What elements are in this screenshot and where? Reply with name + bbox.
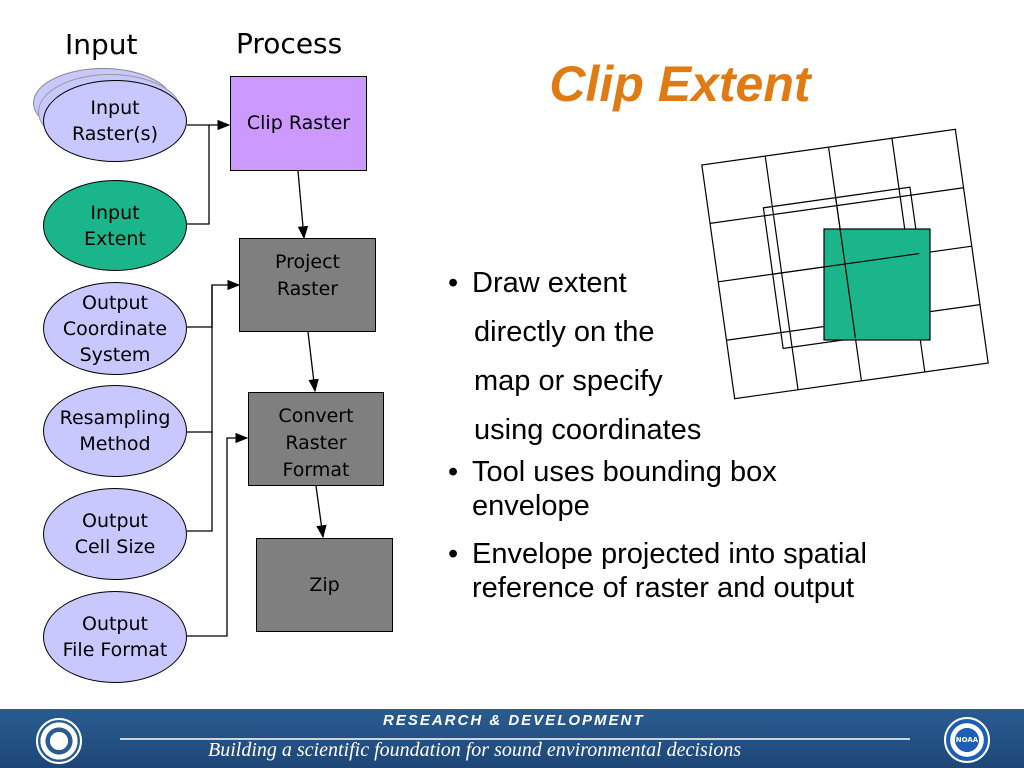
noaa-seal-icon: NOAA: [944, 717, 990, 763]
arrow-project-to-convert: [307, 331, 319, 393]
footer-heading: RESEARCH & DEVELOPMENT: [383, 712, 645, 729]
input-rasters-ellipse: Input Raster(s): [43, 80, 187, 162]
slide-title: Clip Extent: [549, 56, 811, 112]
clip-extent-rect: [823, 228, 931, 341]
bullet-list: • Draw extent directly on the map or spe…: [448, 266, 1018, 613]
bullet-item: • Draw extent directly on the map or spe…: [448, 266, 1018, 447]
output-file-format-ellipse: Output File Format: [43, 591, 187, 683]
process-column-header: Process: [236, 27, 343, 60]
resampling-method-ellipse: Resampling Method: [43, 385, 187, 477]
input-extent-ellipse: Input Extent: [43, 180, 187, 271]
bullet-line: Envelope projected into spatial: [472, 538, 867, 570]
flowchart-connectors: [187, 119, 327, 637]
bullet-item: • Envelope projected into spatial refere…: [448, 537, 1018, 605]
footer-tagline: Building a scientific foundation for sou…: [208, 739, 742, 761]
output-cell-size-ellipse: Output Cell Size: [43, 488, 187, 580]
bullet-line: directly on the: [474, 316, 655, 348]
arrow-convert-to-zip: [315, 485, 327, 539]
bullet-line: map or specify: [474, 365, 663, 397]
arrow-to-project-raster: [187, 279, 241, 328]
footer-divider: [120, 738, 910, 740]
convert-raster-format-box: Convert Raster Format: [248, 392, 384, 486]
clip-extent-illustration: [701, 128, 989, 400]
bullet-line: reference of raster and output: [472, 572, 855, 604]
clip-raster-box: Clip Raster: [230, 76, 367, 171]
bullet-item: • Tool uses bounding box envelope: [448, 455, 1018, 523]
zip-box: Zip: [256, 538, 393, 632]
line-cellsize-to-project: [187, 432, 213, 532]
input-column-header: Input: [65, 28, 138, 61]
bullet-line: using coordinates: [474, 414, 702, 446]
noaa-seal-label: NOAA: [955, 736, 979, 744]
line-resampling-to-project: [187, 285, 213, 433]
bullet-line: Tool uses bounding box: [472, 456, 777, 488]
line-input-extent-to-clip: [187, 125, 210, 225]
output-coordinate-system-ellipse: Output Coordinate System: [43, 282, 187, 375]
arrow-fileformat-to-convert: [187, 432, 249, 637]
arrow-clip-to-project: [297, 170, 309, 240]
footer-banner: RESEARCH & DEVELOPMENT Building a scient…: [0, 709, 1024, 768]
bullet-line: Draw extent: [472, 267, 627, 299]
project-raster-box: Project Raster: [239, 238, 376, 332]
bullet-line: envelope: [472, 490, 590, 522]
epa-seal-icon: [36, 718, 82, 764]
